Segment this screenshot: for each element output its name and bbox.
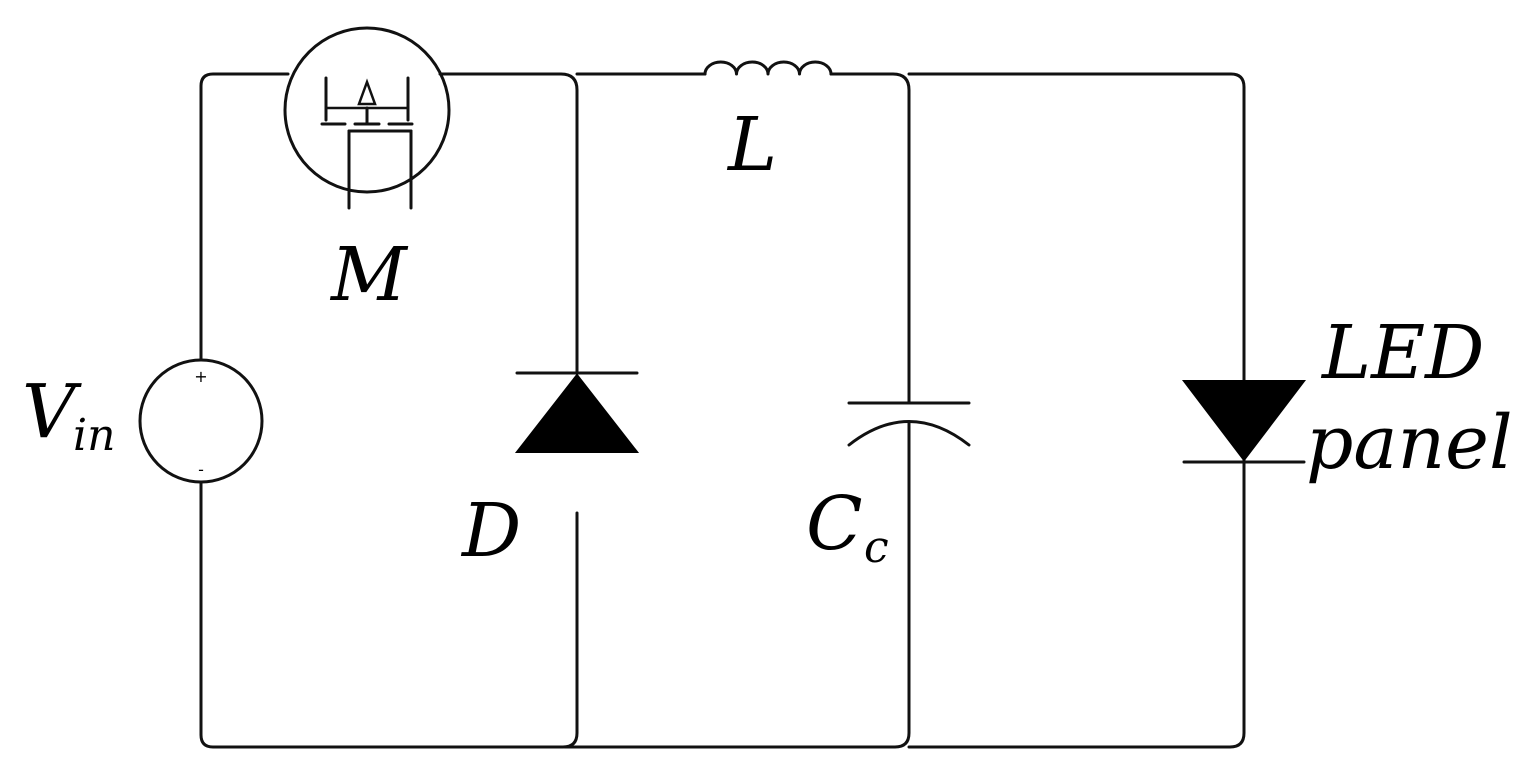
voltage-source-circle xyxy=(138,358,264,484)
label-d: D xyxy=(460,488,521,574)
label-vin-main: V xyxy=(22,369,82,455)
plus-sign: + xyxy=(194,367,207,386)
label-led-line2: panel xyxy=(1306,400,1513,486)
label-led-line1: LED xyxy=(1320,310,1485,396)
middle-loop-wire xyxy=(563,72,911,749)
inductor-coil xyxy=(703,60,833,76)
right-loop-wire xyxy=(907,72,1246,749)
left-loop-wire xyxy=(199,72,579,749)
label-cc-subscript: c xyxy=(864,522,889,573)
led-symbol xyxy=(1181,380,1307,464)
voltage-source-symbol: + - xyxy=(138,358,264,484)
label-cc-main: C xyxy=(806,481,863,567)
label-m: M xyxy=(329,232,409,318)
label-l: L xyxy=(726,102,777,188)
freewheel-diode-symbol xyxy=(514,371,640,453)
capacitor-symbol xyxy=(847,401,971,447)
capacitor-plate-curved xyxy=(847,420,971,447)
minus-sign: - xyxy=(198,460,204,479)
mosfet-arrow xyxy=(357,78,377,106)
diode-triangle xyxy=(514,373,640,453)
label-vin-subscript: in xyxy=(73,410,115,461)
led-triangle xyxy=(1181,380,1307,462)
mosfet-circle xyxy=(283,26,451,194)
mosfet-symbol xyxy=(283,26,451,210)
